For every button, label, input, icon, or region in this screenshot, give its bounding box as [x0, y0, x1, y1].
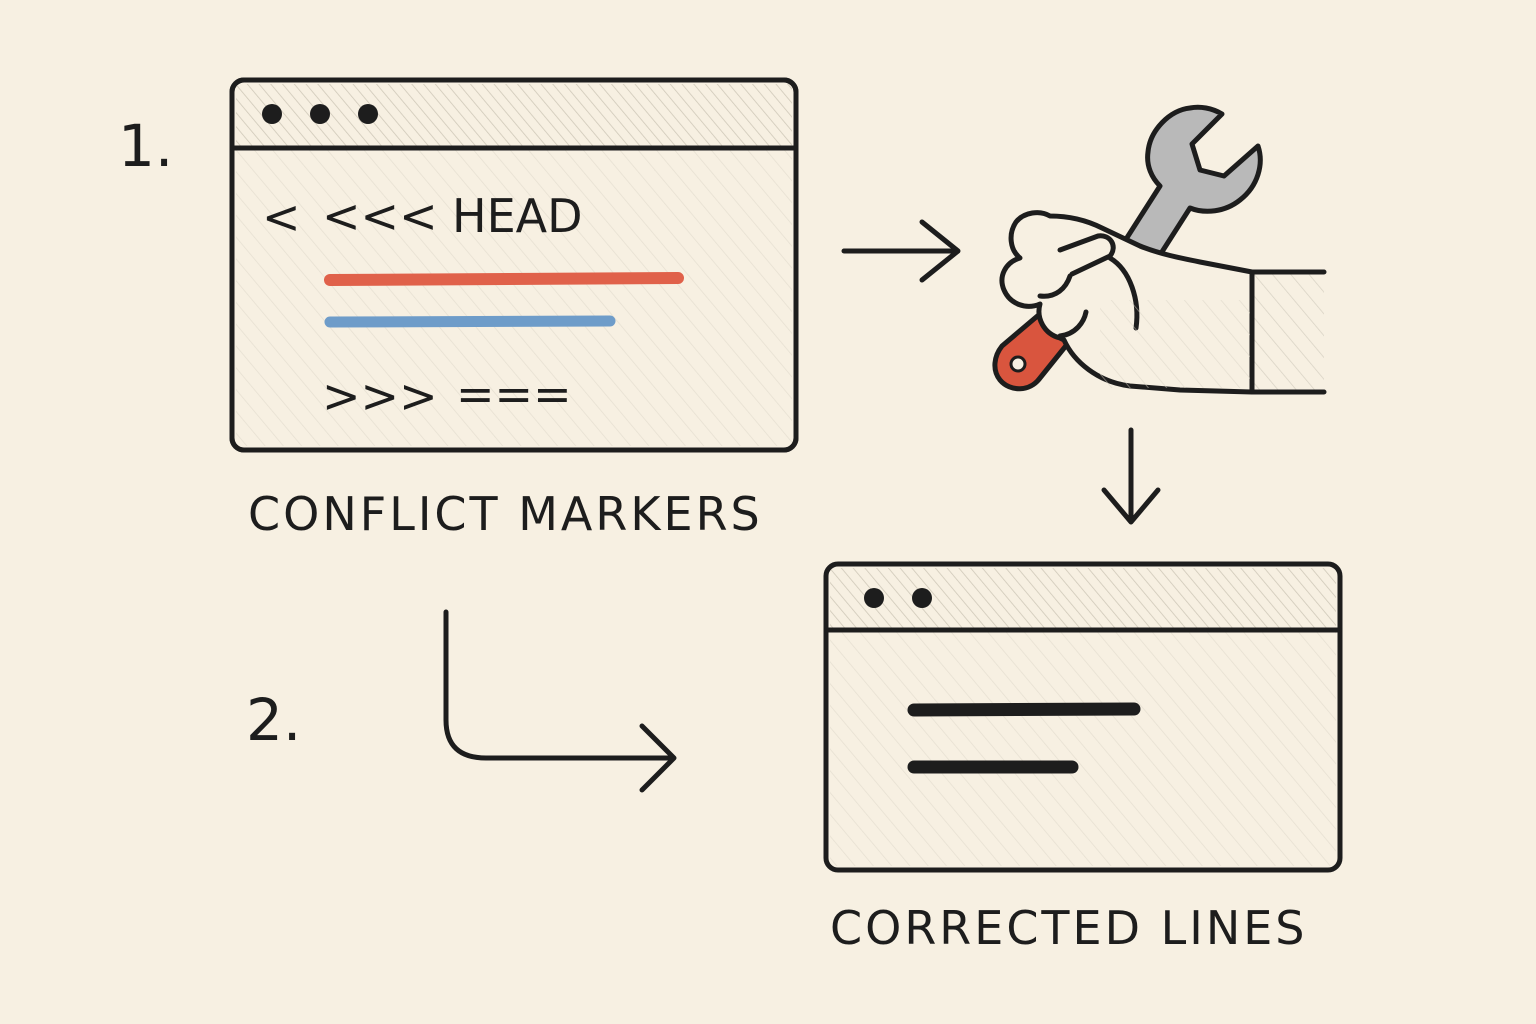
corrected-lines-caption: CORRECTED LINES — [830, 901, 1308, 955]
marker-head-chevrons: <<< — [322, 189, 438, 243]
step-number-1: 1. — [118, 112, 173, 180]
corner-arrow-icon — [443, 609, 677, 793]
conflict-window: < <<< HEAD >>> === — [229, 77, 799, 453]
ours-line — [324, 272, 684, 286]
arrow-right-icon — [841, 219, 961, 283]
hand-holding-wrench-icon — [992, 104, 1327, 395]
marker-head-label: HEAD — [452, 189, 583, 243]
marker-separator: === — [456, 367, 572, 421]
window-dot-icon — [310, 104, 330, 124]
window-dot-icon — [864, 588, 884, 608]
step-number-2: 2. — [246, 686, 301, 754]
window-dot-icon — [358, 104, 378, 124]
arrow-down-icon — [1101, 427, 1161, 525]
marker-open: < — [262, 190, 301, 244]
marker-close-chevrons: >>> — [322, 369, 438, 423]
corrected-window — [823, 561, 1343, 873]
window-dot-icon — [912, 588, 932, 608]
theirs-line — [324, 315, 616, 328]
corrected-line — [907, 702, 1141, 717]
conflict-markers-caption: CONFLICT MARKERS — [248, 487, 763, 541]
window-dot-icon — [262, 104, 282, 124]
